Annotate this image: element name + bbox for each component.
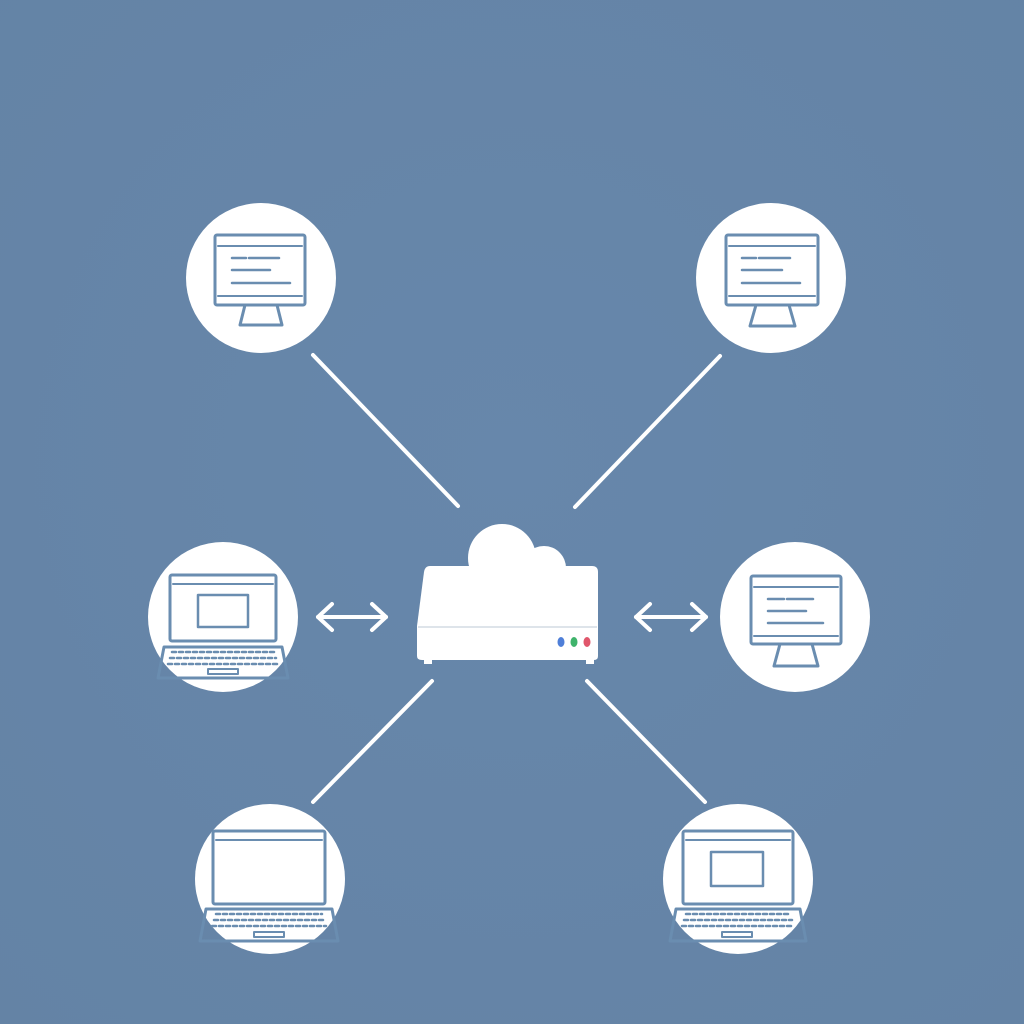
desktop-monitor-icon [213,233,307,327]
connections [311,353,722,804]
link-bottom-left [311,679,434,804]
desktop-monitor-icon [749,574,843,668]
status-light-blue [557,637,565,647]
laptop-icon [156,573,290,680]
link-top-right [573,354,722,509]
bidirectional-arrow-left-icon [316,602,388,632]
router-icon [417,524,598,664]
laptop-icon [668,829,808,943]
laptop-icon [198,829,340,943]
link-bottom-right [585,679,707,804]
status-light-red [583,637,591,647]
status-light-green [570,637,578,647]
node-middle-right [720,542,870,692]
bidirectional-arrow-right-icon [634,602,708,632]
node-top-right [696,203,846,353]
node-bottom-right [663,804,813,954]
node-middle-left [148,542,298,692]
desktop-monitor-icon [724,233,820,328]
node-bottom-left [195,804,345,954]
status-lights [557,637,591,647]
node-top-left [186,203,336,353]
link-top-left [311,353,460,508]
